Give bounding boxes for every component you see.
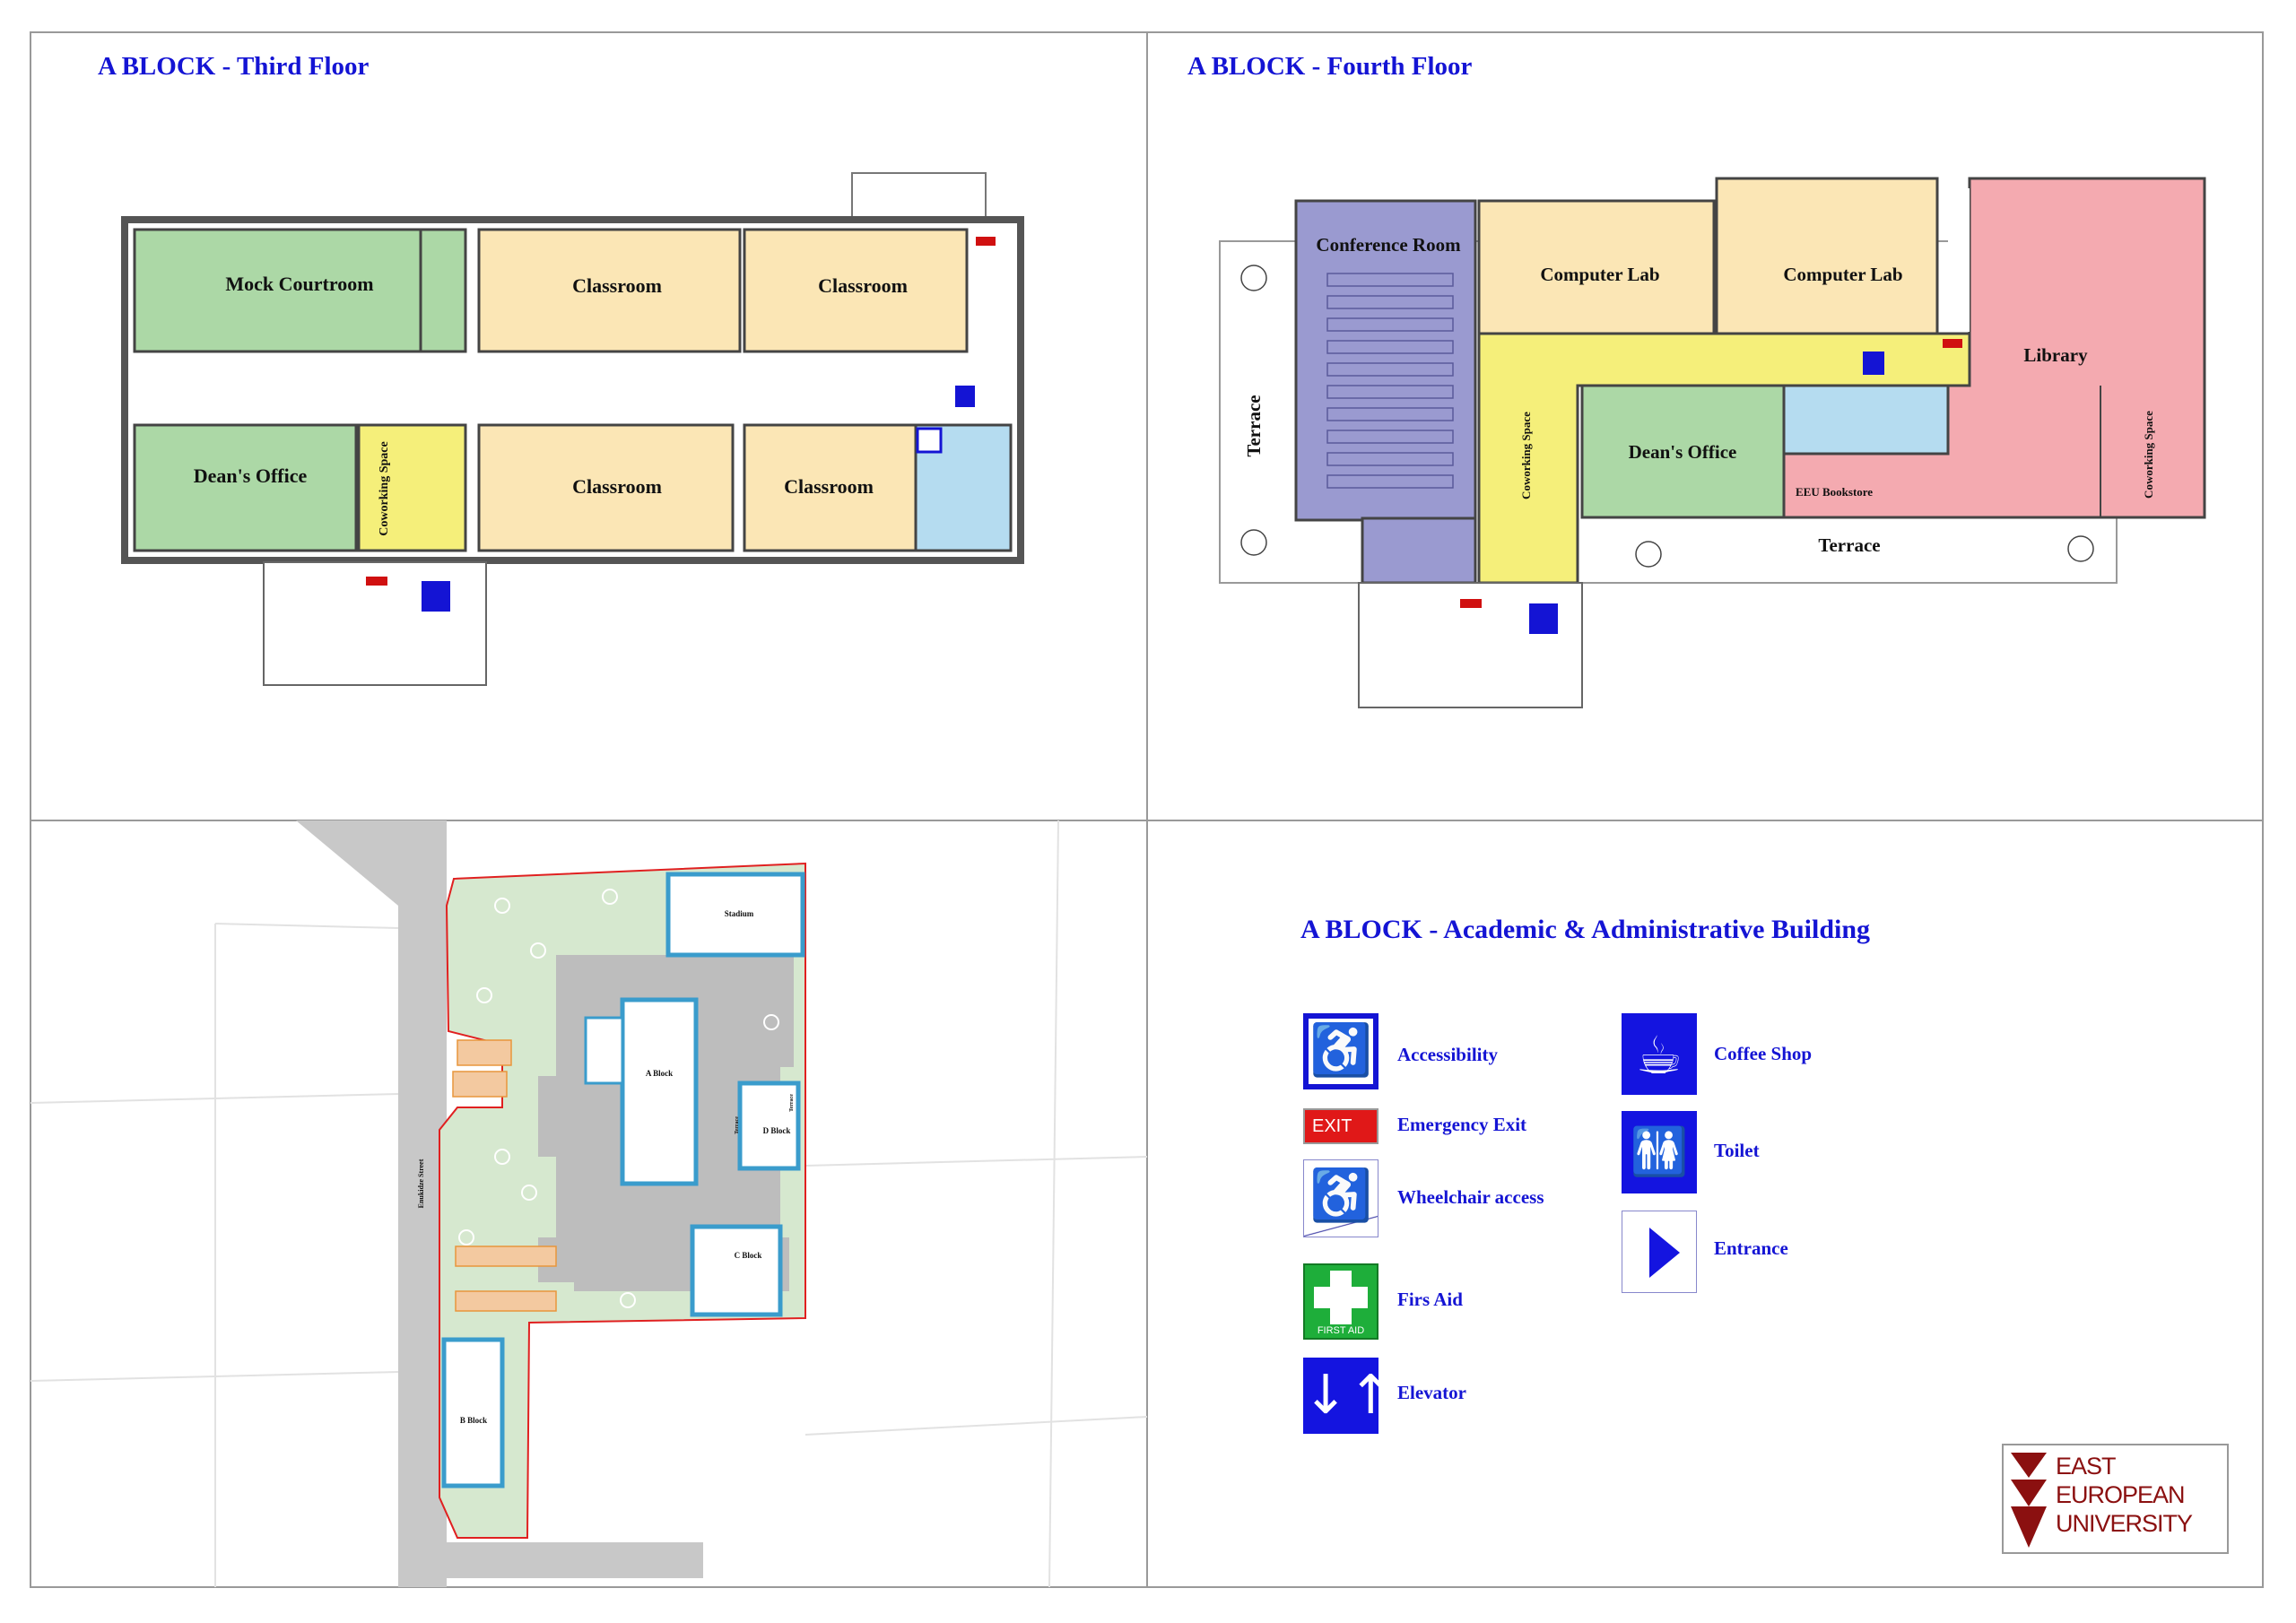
room-label: Coworking Space [1519, 412, 1533, 499]
building-label: A Block [646, 1069, 673, 1078]
room-label: Terrace [1818, 534, 1880, 556]
room-classroom [477, 228, 742, 353]
entrance-arrow-icon [1622, 1211, 1697, 1293]
room-toilets [1782, 384, 1950, 456]
exit-icon [1943, 339, 1962, 348]
room-label: EEU Bookstore [1796, 485, 1873, 499]
site-plan: Stadium A Block D Block C Block B Block … [30, 820, 1148, 1588]
building-label: C Block [735, 1251, 762, 1260]
building-label: D Block [763, 1126, 791, 1135]
room-conference [1294, 199, 1477, 522]
room-label: Mock Courtroom [225, 273, 373, 295]
third-floor-title: A BLOCK - Third Floor [98, 52, 370, 81]
room-label: Classroom [818, 274, 908, 297]
fourth-floor-plan: Conference Room Computer Lab Computer La… [1219, 177, 2206, 708]
coffee-icon: ☕ [1622, 1013, 1697, 1095]
third-floor-plan: Mock Courtroom Classroom Classroom Dean'… [121, 172, 1024, 686]
tree-icons [1240, 265, 2094, 568]
legend-label: Firs Aid [1397, 1289, 1463, 1310]
room-label: Computer Lab [1783, 264, 1902, 285]
room-label: Coworking Space [2142, 411, 2155, 499]
room-label: Coworking Space [378, 441, 391, 535]
building-stadium [665, 872, 805, 958]
room-label: Library [2023, 344, 2088, 366]
room-classroom [477, 423, 735, 552]
wheelchair-icon [916, 427, 943, 454]
room-computer-lab [1715, 177, 1939, 335]
building-label: Terrace [735, 1116, 740, 1134]
room-label: Terrace [1243, 395, 1265, 456]
building-b-block [441, 1337, 505, 1488]
legend-label: Emergency Exit [1397, 1114, 1527, 1135]
room-label: Dean's Office [194, 464, 308, 487]
legend-label: Entrance [1714, 1237, 1788, 1259]
legend-label: Coffee Shop [1714, 1043, 1813, 1064]
fourth-floor-title: A BLOCK - Fourth Floor [1187, 52, 1473, 81]
room-label: Dean's Office [1629, 441, 1737, 463]
room-label: Conference Room [1316, 234, 1461, 256]
exit-icon [1460, 599, 1482, 608]
room-classroom [743, 423, 918, 552]
parking-spaces [452, 1039, 557, 1312]
room-label: Classroom [572, 274, 662, 297]
seating-rows [1326, 273, 1454, 489]
building-label: Terrace [789, 1094, 795, 1112]
toilet-icon: 🚻 [1622, 1111, 1697, 1193]
building-c-block [690, 1224, 783, 1317]
first-aid-text: FIRST AID [1317, 1325, 1365, 1336]
exit-icon [976, 237, 996, 246]
legend-label: Wheelchair access [1397, 1186, 1544, 1208]
room-computer-lab [1477, 199, 1716, 335]
room-library [1782, 177, 2206, 519]
logo-emblem [2011, 1453, 2047, 1548]
elevator-icon: ↓↑ [1303, 1358, 1394, 1434]
room-label: Computer Lab [1540, 264, 1659, 285]
wheelchair-icon: ♿ [1303, 1013, 1378, 1089]
wheelchair-ramp-icon: ♿ [1303, 1159, 1378, 1237]
building-a-block [620, 997, 699, 1186]
exit-icon: EXIT [1303, 1108, 1378, 1144]
elevator-icon [1529, 603, 1558, 634]
university-logo: EAST EUROPEAN UNIVERSITY [2002, 1444, 2229, 1554]
room-label: Classroom [784, 475, 874, 498]
first-aid-icon: FIRST AID [1303, 1263, 1378, 1340]
logo-line: EUROPEAN [2056, 1481, 2186, 1508]
room-label: Classroom [572, 475, 662, 498]
street [296, 820, 447, 1587]
street-label: Enukidze Street [417, 1159, 425, 1208]
logo-line: UNIVERSITY [2056, 1510, 2193, 1537]
logo-line: EAST [2056, 1453, 2117, 1480]
legend-title: A BLOCK - Academic & Administrative Buil… [1300, 915, 1871, 944]
room-deans-office [133, 423, 358, 552]
tree-icons [458, 889, 779, 1308]
room-classroom [743, 228, 969, 353]
toilet-icon [955, 386, 975, 407]
legend-label: Toilet [1714, 1140, 1760, 1161]
toilet-icon [1863, 352, 1884, 375]
legend-label: Elevator [1397, 1382, 1466, 1403]
room-coworking [357, 423, 467, 552]
elevator-icon [422, 581, 450, 612]
legend-label: Accessibility [1397, 1044, 1498, 1065]
exit-icon [366, 577, 387, 586]
building-d-block [737, 1081, 801, 1171]
room-deans-office [1580, 384, 1786, 519]
building-label: B Block [460, 1416, 487, 1425]
building-label: Stadium [725, 909, 754, 918]
